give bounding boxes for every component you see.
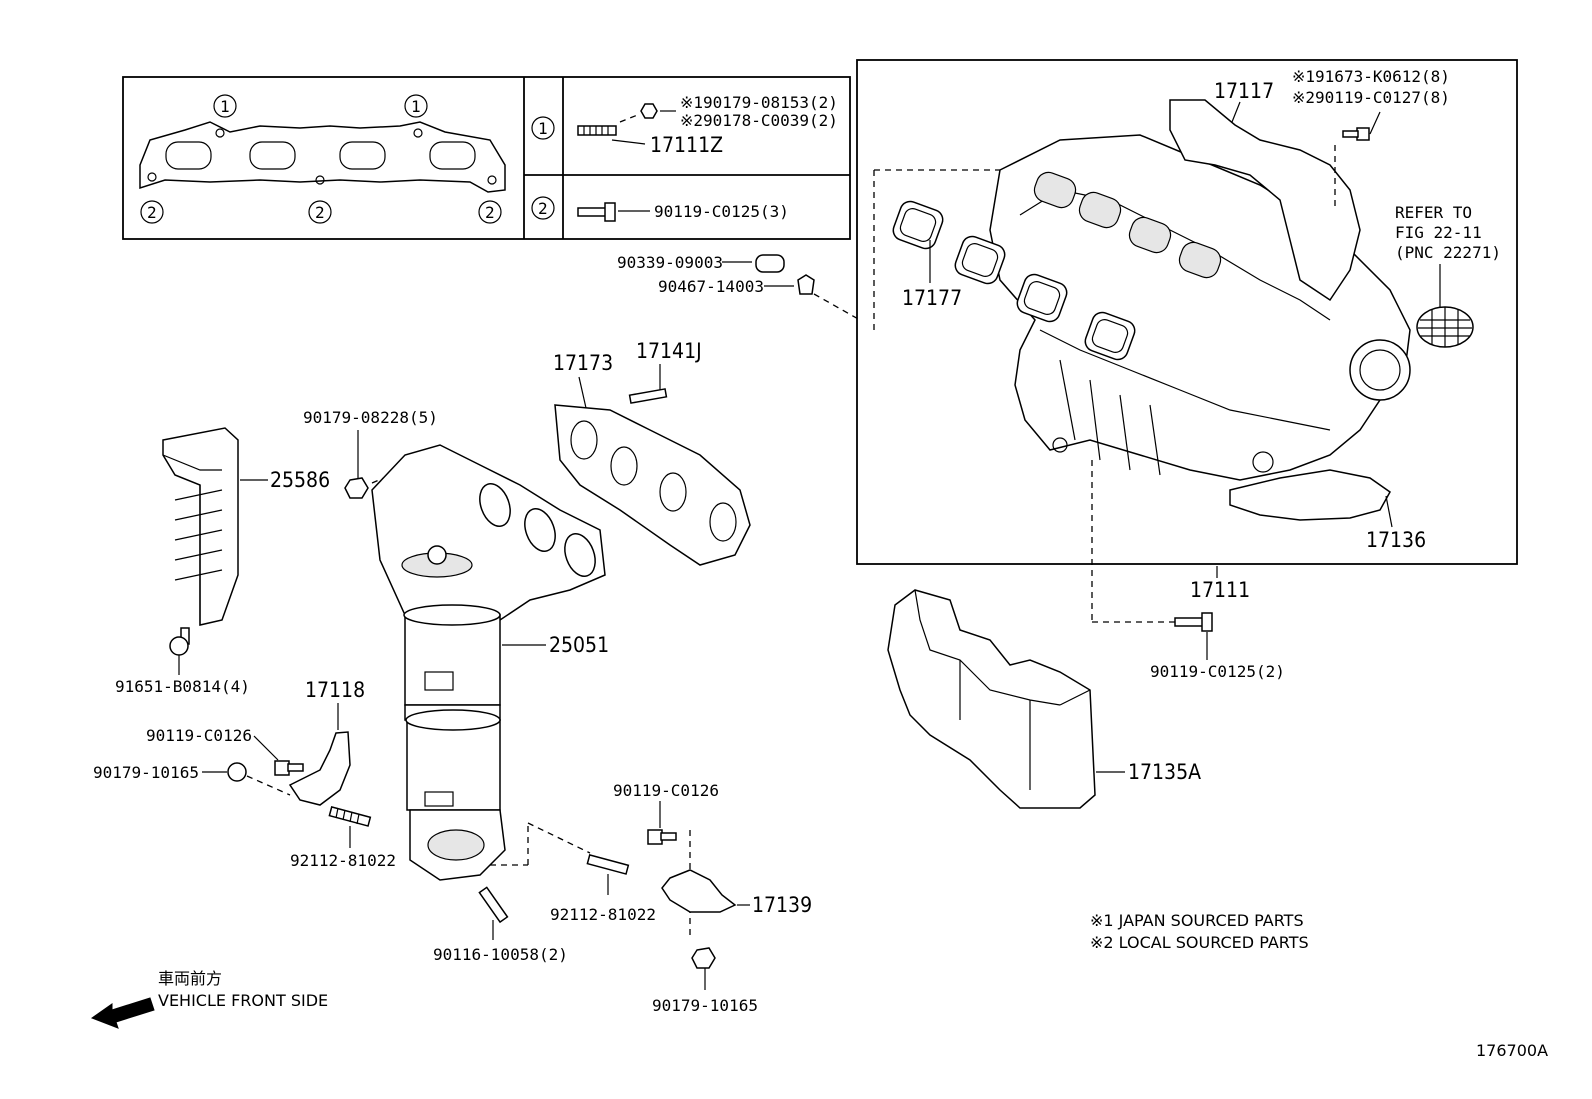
port-gaskets-17177 (892, 200, 1136, 361)
label-17136: 17136 (1366, 528, 1426, 552)
stud-17141J-icon (628, 388, 668, 404)
screen-filter-icon (1416, 306, 1474, 348)
exhaust-manifold-25051 (371, 444, 606, 881)
row1-part-17111z: 17111Z (650, 133, 723, 157)
row1-note-2: ※290178-C0039(2) (680, 111, 838, 130)
gasket-callout-2b: 2 (315, 203, 325, 222)
heat-insulator-25586 (162, 427, 239, 626)
stud-92112-a-icon (328, 806, 372, 827)
bolt-icon (577, 202, 616, 222)
stud-92112-b-icon (586, 854, 630, 875)
label-90467: 90467-14003 (658, 277, 764, 296)
nut-90179-10165-b-icon (691, 947, 716, 969)
bolt-90119-C0126-b-icon (647, 829, 677, 845)
front-arrow-icon (90, 997, 155, 1029)
label-17139: 17139 (752, 893, 812, 917)
nut-90179-10165-a-icon (227, 762, 247, 782)
gasket-callout-2a: 2 (147, 203, 157, 222)
clip-icon (797, 274, 815, 295)
label-17173: 17173 (553, 351, 613, 375)
label-90179-08228: 90179-08228(5) (303, 408, 438, 427)
label-90119-C0126-b: 90119-C0126 (613, 781, 719, 800)
label-25051: 25051 (549, 633, 609, 657)
label-92112-a: 92112-81022 (290, 851, 396, 870)
shield-17136-drawing (1229, 469, 1391, 521)
nut-90179-08228-icon (344, 477, 369, 499)
label-90339: 90339-09003 (617, 253, 723, 272)
row1-note-1: ※190179-08153(2) (680, 93, 838, 112)
hose-icon (755, 254, 785, 273)
label-90119-C0125-2: 90119-C0125(2) (1150, 662, 1285, 681)
gasket-callout-1b: 1 (411, 97, 421, 116)
stud-icon (577, 125, 617, 136)
label-17141J: 17141J (636, 339, 702, 363)
gasket-inset-table: 1 1 2 2 2 1 2 ※190179-08153(2) ※290178 (122, 76, 851, 240)
bracket-17139-drawing (661, 869, 737, 913)
manifold-bolt-icon (1342, 127, 1370, 141)
heat-insulator-17135A (887, 589, 1096, 809)
row1-callout: 1 (538, 119, 548, 138)
bolt-90119-C0126-a-icon (274, 760, 304, 776)
bolt-90119-C0125-icon (1174, 612, 1213, 632)
refer-line-1: REFER TO (1395, 203, 1472, 222)
front-en-label: VEHICLE FRONT SIDE (158, 991, 328, 1010)
gasket-callout-1a: 1 (220, 97, 230, 116)
refer-line-3: (PNC 22271) (1395, 243, 1501, 262)
stud-90116-icon (478, 886, 509, 924)
bolt-91651-icon (169, 627, 190, 656)
label-90179-10165-a: 90179-10165 (93, 763, 199, 782)
gasket-callout-2c: 2 (485, 203, 495, 222)
bolt-note-2: ※290119-C0127(8) (1292, 88, 1450, 107)
figure-id: 176700A (1476, 1041, 1548, 1060)
bolt-note-1: ※191673-K0612(8) (1292, 67, 1450, 86)
front-jp-label: 車両前方 (158, 969, 222, 988)
label-91651: 91651-B0814(4) (115, 677, 250, 696)
label-17111: 17111 (1190, 578, 1250, 602)
intake-manifold-box: 17117 ※191673-K0612(8) ※290119-C0127(8) … (856, 59, 1518, 565)
label-17135A: 17135A (1128, 760, 1201, 784)
label-17118: 17118 (305, 678, 365, 702)
label-17117: 17117 (1214, 79, 1274, 103)
label-90179-10165-b: 90179-10165 (652, 996, 758, 1015)
bracket-17118-drawing (288, 731, 351, 806)
label-25586: 25586 (270, 468, 330, 492)
row2-part: 90119-C0125(3) (654, 202, 789, 221)
row2-callout: 2 (538, 199, 548, 218)
label-90116: 90116-10058(2) (433, 945, 568, 964)
label-17177: 17177 (902, 286, 962, 310)
manifold-gasket-drawing: 1 1 2 2 2 (139, 94, 506, 224)
refer-line-2: FIG 22-11 (1395, 223, 1482, 242)
gasket-17173-drawing (554, 404, 751, 566)
nut-icon (640, 103, 658, 119)
note-japan: ※1 JAPAN SOURCED PARTS (1090, 911, 1304, 930)
bracket-17117-drawing (1169, 99, 1361, 302)
label-90119-C0126-a: 90119-C0126 (146, 726, 252, 745)
label-92112-b: 92112-81022 (550, 905, 656, 924)
note-local: ※2 LOCAL SOURCED PARTS (1090, 933, 1309, 952)
